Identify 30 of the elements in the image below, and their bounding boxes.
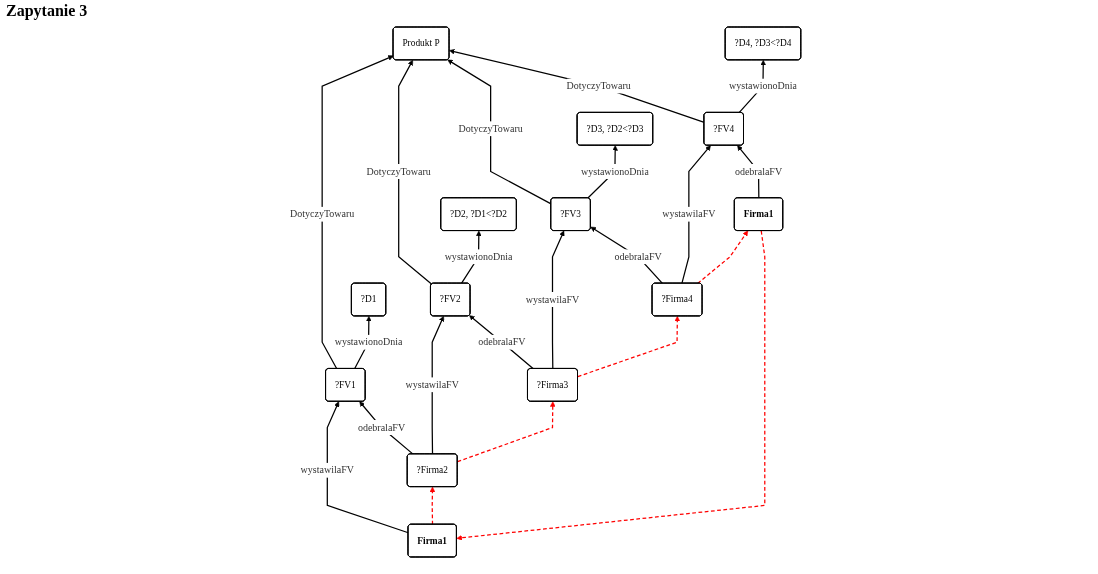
title: Zapytanie 3 <box>6 2 89 20</box>
arrow <box>429 486 435 526</box>
edge-label: wystawionoDnia <box>444 251 513 262</box>
edge-label: DotyczyTowaru <box>566 80 631 92</box>
edge-label: DotyczyTowaru <box>366 165 431 177</box>
edge-label: DotyczyTowaru <box>289 208 354 220</box>
arrow <box>468 315 534 370</box>
arrow <box>456 401 556 463</box>
arrow <box>326 401 409 534</box>
arrow <box>590 226 663 285</box>
edge-label: wystawionoDnia <box>580 165 649 177</box>
arrow <box>448 48 705 123</box>
edge-label: wystawilaFV <box>405 379 459 390</box>
arrow <box>397 59 432 285</box>
arrow <box>576 316 680 378</box>
edge-label: odebralaFV <box>477 336 526 348</box>
arrow <box>696 230 748 285</box>
arrow <box>680 145 711 285</box>
edge-label: odebralaFV <box>357 421 405 433</box>
edge-label: wystawionoDnia <box>334 336 403 348</box>
edge-label: wystawilaFV <box>525 293 579 305</box>
edge-label: wystawionoDnia <box>728 80 797 92</box>
arrow <box>446 59 552 205</box>
edge-label: odebralaFV <box>734 165 782 177</box>
arrow <box>431 316 444 455</box>
edge-label: wystawilaFV <box>300 464 354 476</box>
edge-label: DotyczyTowaru <box>458 123 523 134</box>
edge-label: odebralaFV <box>614 251 662 262</box>
edge-label: wystawilaFV <box>661 208 716 220</box>
arrow <box>551 230 565 370</box>
